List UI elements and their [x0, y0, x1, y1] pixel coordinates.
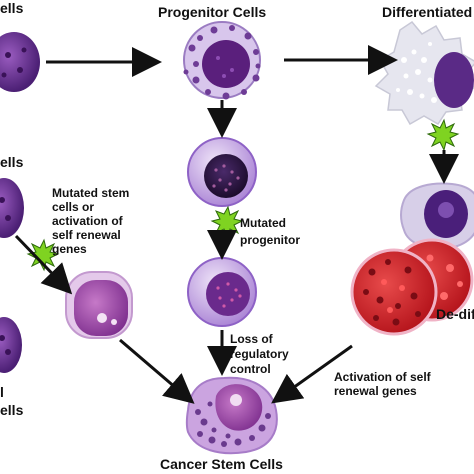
label-progenitor: Progenitor Cells: [158, 4, 267, 20]
differentiated-cell: [374, 21, 474, 126]
label-dedifferentiation: De-dif: [436, 306, 474, 322]
mutated-stem-cell: [65, 271, 133, 339]
differentiated-cell-2: [400, 182, 474, 250]
label-stem-mid: ells: [0, 154, 24, 170]
arrow-mutated-to-cancer: [119, 338, 195, 404]
stem-cell-bottom: [0, 317, 22, 373]
label-loss-2: regulatory: [230, 347, 289, 361]
cancer-stem-cell: [185, 376, 278, 455]
label-activation: Activation of self renewal genes: [334, 370, 431, 398]
progenitor-cell-2: [187, 137, 257, 207]
label-mutated-stem: Mutated stem cells or activation of self…: [52, 186, 130, 256]
label-cancer-stem-cells: Cancer Stem Cells: [160, 456, 283, 472]
label-mutated-progenitor-1: Mutated: [240, 216, 286, 230]
mutation-star-icon-right: [426, 118, 460, 152]
label-stem-bottom-1: l: [0, 384, 4, 400]
arrow-dedif-to-cancer: [271, 344, 353, 404]
label-mutated-progenitor-2: progenitor: [240, 233, 300, 247]
dedifferentiated-cell-front: [350, 248, 438, 336]
label-differentiated: Differentiated: [382, 4, 473, 20]
label-stem-bottom-2: ells: [0, 402, 24, 418]
label-loss-1: Loss of: [230, 332, 273, 346]
label-stem-top: ells: [0, 0, 24, 16]
arrow-stem-to-mutated: [14, 234, 73, 295]
mutated-progenitor-cell: [187, 257, 257, 327]
progenitor-cell: [183, 21, 261, 100]
label-loss-3: control: [230, 362, 271, 376]
stem-cell-mid: [0, 178, 24, 238]
stem-cell-top: [0, 32, 40, 92]
mutation-star-icon-center: [210, 205, 244, 239]
